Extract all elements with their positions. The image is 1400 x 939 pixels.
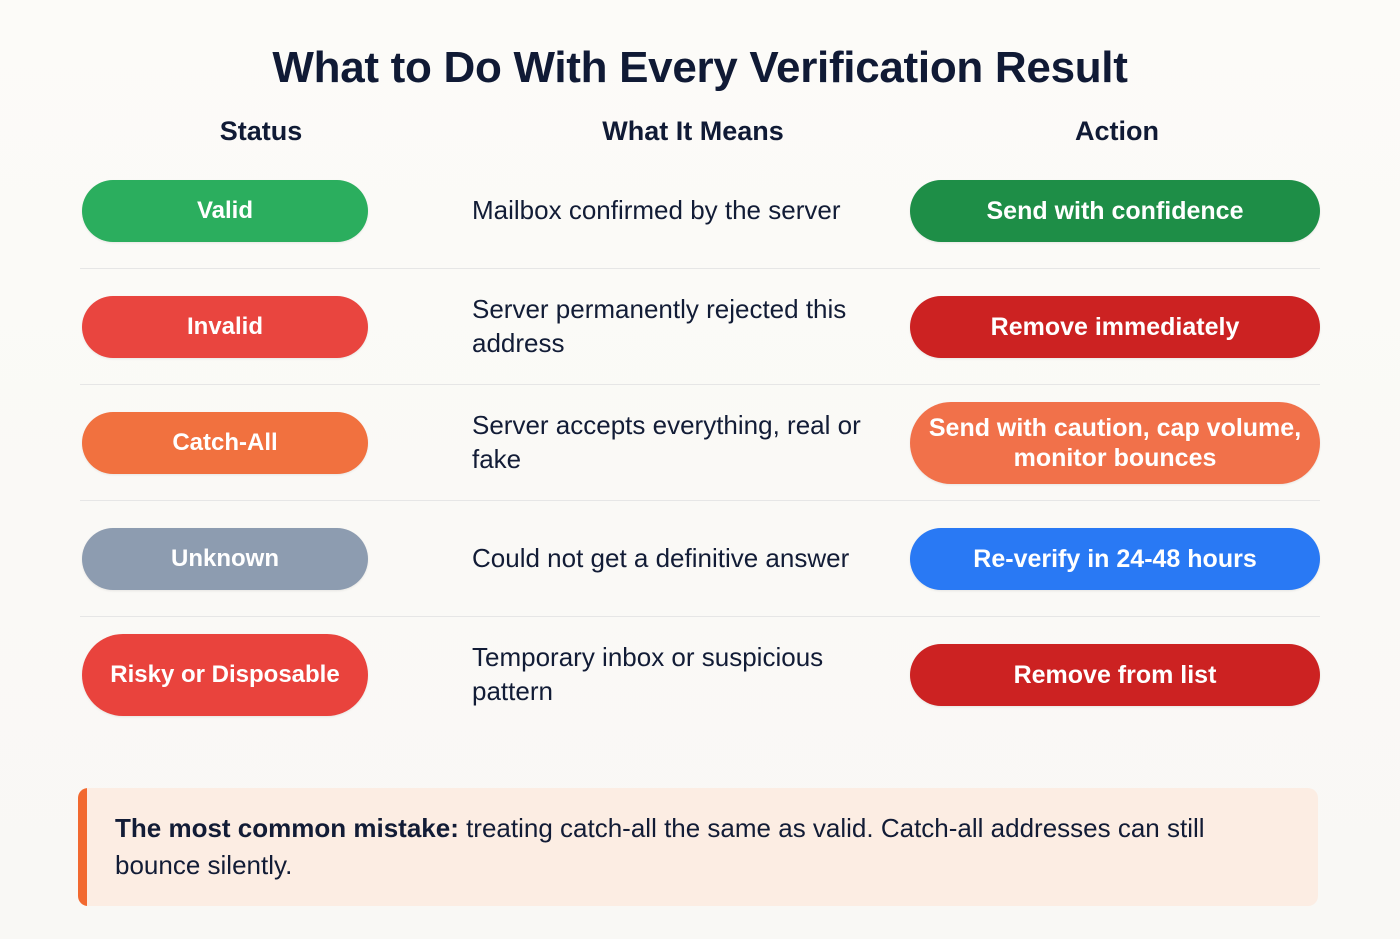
action-badge: Re-verify in 24-48 hours xyxy=(910,527,1320,590)
status-cell: Risky or Disposable xyxy=(80,633,470,716)
status-badge: Catch-All xyxy=(82,411,368,474)
table-row: Valid Mailbox confirmed by the server Se… xyxy=(80,153,1320,268)
column-header-action: Action xyxy=(1075,116,1159,147)
action-cell: Send with confidence xyxy=(910,179,1320,242)
status-cell: Invalid xyxy=(80,295,470,358)
action-badge: Send with confidence xyxy=(910,179,1320,242)
meaning-text: Could not get a definitive answer xyxy=(472,542,850,573)
action-cell: Remove from list xyxy=(910,643,1320,706)
status-badge: Unknown xyxy=(82,527,368,590)
column-header-status: Status xyxy=(219,116,303,147)
callout-body: treating catch-all the same as valid. Ca… xyxy=(115,813,1205,880)
meaning-text: Temporary inbox or suspicious pattern xyxy=(472,642,824,706)
meaning-text: Server accepts everything, real or fake xyxy=(472,410,861,474)
action-cell: Send with caution, cap volume, monitor b… xyxy=(910,401,1320,484)
status-cell: Catch-All xyxy=(80,411,470,474)
table-header-row: Status What It Means Action xyxy=(80,116,1320,153)
action-badge: Remove immediately xyxy=(910,295,1320,358)
callout-lead: The most common mistake: xyxy=(115,813,459,843)
table-row: Risky or Disposable Temporary inbox or s… xyxy=(80,616,1320,732)
status-badge: Valid xyxy=(82,179,368,242)
page-title: What to Do With Every Verification Resul… xyxy=(272,43,1128,92)
common-mistake-callout: The most common mistake: treating catch-… xyxy=(78,788,1318,906)
action-cell: Re-verify in 24-48 hours xyxy=(910,527,1320,590)
status-badge: Invalid xyxy=(82,295,368,358)
meaning-text: Server permanently rejected this address xyxy=(472,294,847,358)
action-badge: Remove from list xyxy=(910,643,1320,706)
status-cell: Valid xyxy=(80,179,470,242)
status-badge: Risky or Disposable xyxy=(82,633,368,716)
action-cell: Remove immediately xyxy=(910,295,1320,358)
table-row: Catch-All Server accepts everything, rea… xyxy=(80,384,1320,500)
results-table: Status What It Means Action Valid Mailbo… xyxy=(80,92,1320,732)
callout-text: The most common mistake: treating catch-… xyxy=(87,788,1318,906)
column-header-what-it-means: What It Means xyxy=(602,116,784,147)
table-row: Unknown Could not get a definitive answe… xyxy=(80,500,1320,616)
action-badge: Send with caution, cap volume, monitor b… xyxy=(910,401,1320,484)
status-cell: Unknown xyxy=(80,527,470,590)
callout-accent-bar xyxy=(78,788,87,906)
table-row: Invalid Server permanently rejected this… xyxy=(80,268,1320,384)
meaning-text: Mailbox confirmed by the server xyxy=(472,194,841,225)
